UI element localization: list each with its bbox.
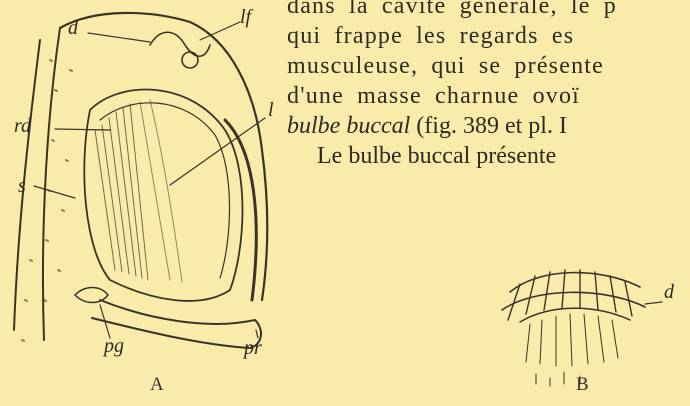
label-l: l xyxy=(268,100,274,120)
text-line-4: d'une masse charnue ovoï xyxy=(287,81,690,111)
text-line-6: Le bulbe buccal présente xyxy=(287,141,690,171)
label-pr: pr xyxy=(244,338,262,358)
label-lf: lf xyxy=(240,7,251,27)
figure-b: d B xyxy=(480,262,680,401)
figure-b-label-d: d xyxy=(664,282,674,302)
label-rd: rd xyxy=(14,116,31,136)
term-bulbe-buccal: bulbe buccal xyxy=(287,113,410,139)
figure-b-caption: B xyxy=(576,374,589,396)
text-line-3: musculeuse, qui se présente xyxy=(287,51,690,81)
label-s: s xyxy=(18,176,26,196)
figure-a-caption: A xyxy=(150,374,164,396)
body-text: dans la cavité générale, le p qui frappe… xyxy=(287,0,690,171)
text-line-5: bulbe buccal (fig. 389 et pl. I xyxy=(287,111,690,141)
text-line-2: qui frappe les regards es xyxy=(287,21,690,51)
figure-a: d lf rd l s pg pr A xyxy=(0,0,300,401)
label-pg: pg xyxy=(104,336,124,356)
label-d: d xyxy=(68,18,78,38)
text-line-1: dans la cavité générale, le p xyxy=(287,0,690,21)
text-line-5-rest: (fig. 389 et pl. I xyxy=(410,113,567,139)
